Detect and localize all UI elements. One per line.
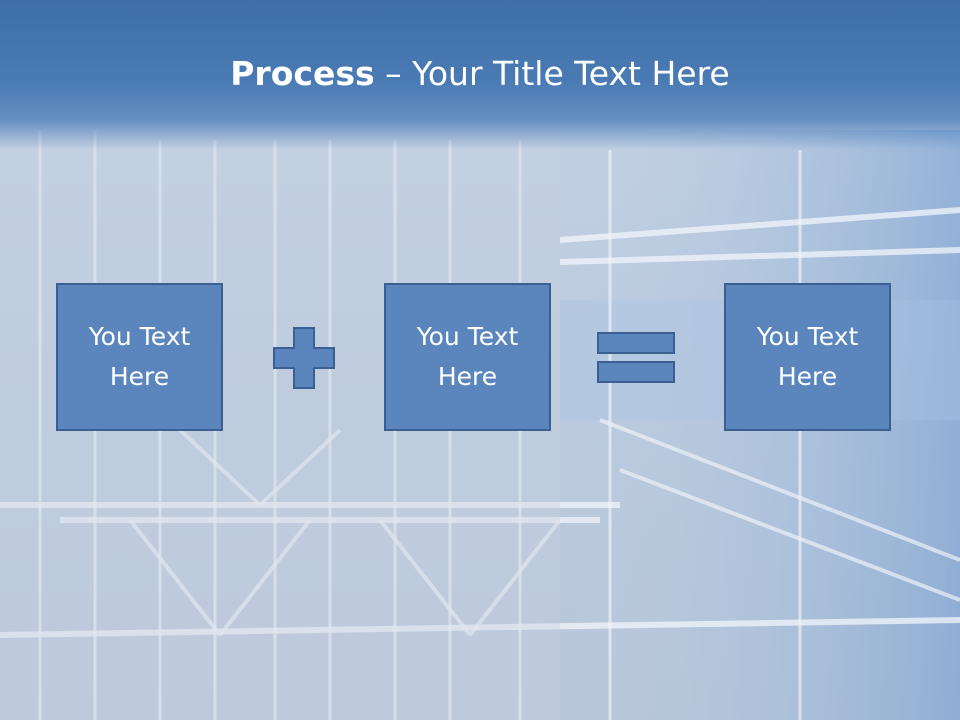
- title-bar: Process – Your Title Text Here: [0, 0, 960, 150]
- process-box-3-text: You Text Here: [756, 322, 859, 391]
- process-box-2-text: You Text Here: [416, 322, 519, 391]
- process-box-1-text: You Text Here: [88, 322, 191, 391]
- plus-icon: [273, 327, 335, 389]
- process-box-3[interactable]: You Text Here: [724, 283, 891, 431]
- slide-title[interactable]: Process – Your Title Text Here: [0, 52, 960, 96]
- process-box-2[interactable]: You Text Here: [384, 283, 551, 431]
- process-box-1[interactable]: You Text Here: [56, 283, 223, 431]
- title-bold-part: Process: [230, 54, 375, 93]
- equals-icon: [597, 332, 675, 383]
- title-rest-part: – Your Title Text Here: [374, 54, 730, 93]
